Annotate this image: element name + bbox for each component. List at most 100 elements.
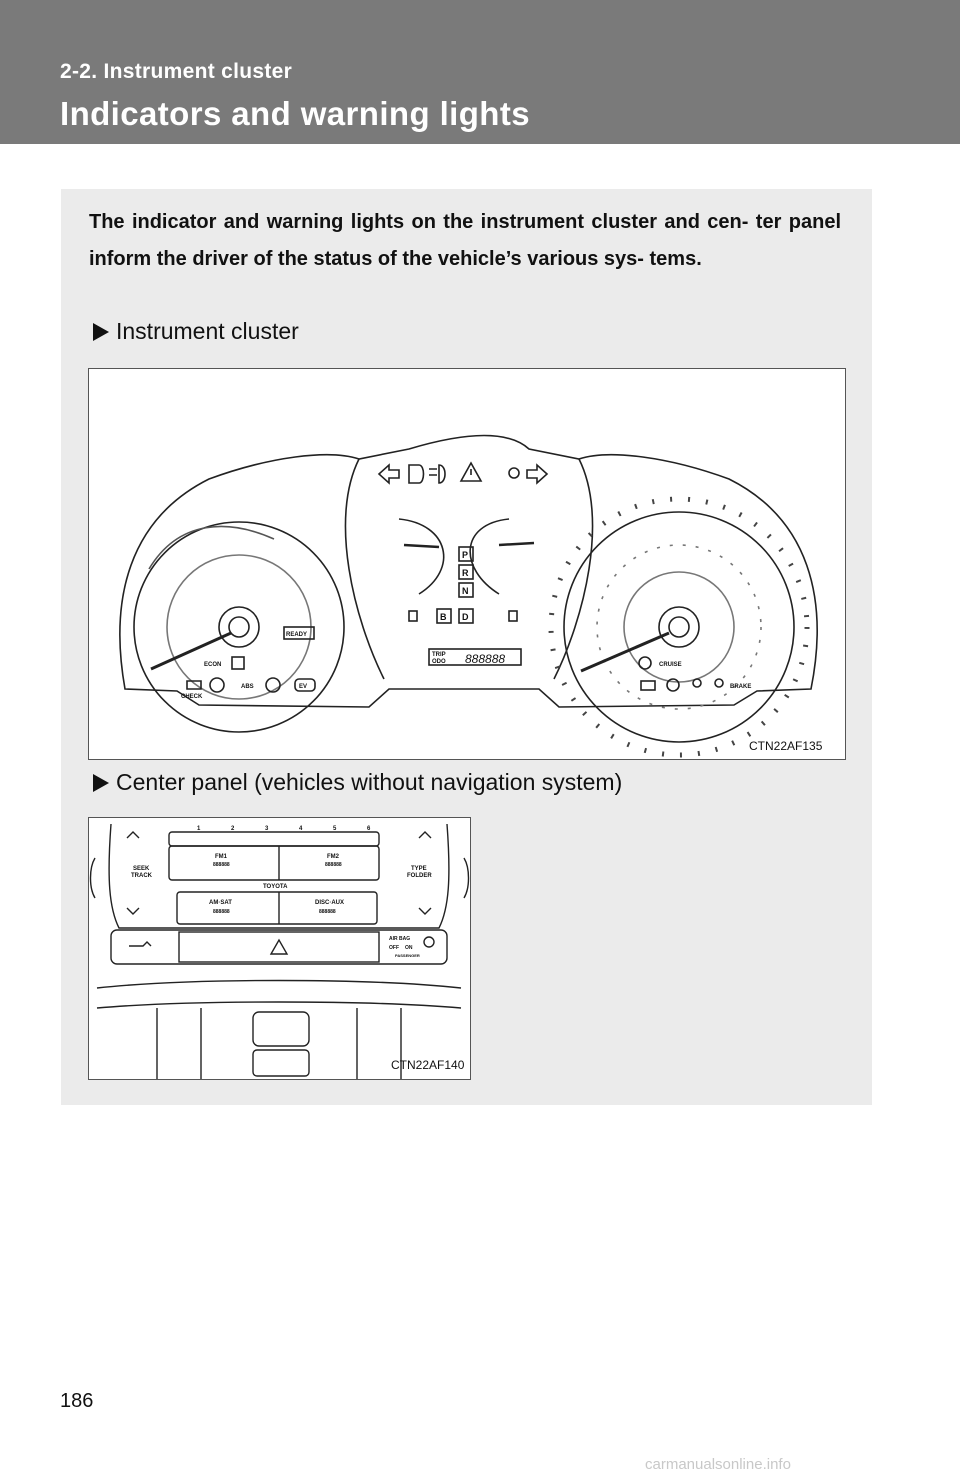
fm-buttons — [168, 845, 380, 881]
fog-light-icon — [429, 464, 446, 484]
gear-d-label: D — [462, 612, 469, 622]
page-number: 186 — [60, 1390, 94, 1412]
right-turn-signal-icon — [526, 463, 549, 485]
cluster-housing — [119, 434, 818, 708]
passenger-label: PASSENGER — [395, 953, 420, 958]
right-pod-edge — [553, 458, 594, 680]
seek-label: SEEK — [133, 866, 150, 872]
fm1-label: FM1 — [215, 854, 228, 860]
tail-light-icon — [508, 467, 520, 479]
lower-panel-top — [96, 979, 462, 989]
temp-needle — [403, 543, 440, 549]
seek-up-icon — [126, 831, 140, 839]
center-control-upper — [252, 1011, 310, 1047]
instrument-cluster-heading: Instrument cluster — [93, 318, 299, 345]
gear-n-label: N — [462, 586, 469, 596]
section-label: 2-2. Instrument cluster — [60, 60, 293, 83]
left-gauge-cap — [228, 616, 250, 638]
ev-mode-indicator-box — [294, 678, 316, 692]
left-gauge-needle — [150, 631, 232, 671]
folder-down-icon — [418, 907, 432, 915]
abs-label: ABS — [241, 684, 254, 690]
left-pod-edge — [344, 458, 385, 680]
instrument-cluster-label: Instrument cluster — [116, 318, 299, 344]
odo-label: ODO — [432, 659, 446, 665]
preset-strip — [168, 831, 380, 847]
charging-warning-icon — [640, 680, 656, 691]
am-disc-buttons — [176, 891, 378, 925]
folder-label: FOLDER — [407, 873, 432, 879]
lower-panel-line — [96, 1001, 462, 1009]
triangle-bullet-icon — [93, 322, 109, 341]
econ-label: ECON — [204, 662, 221, 668]
preset-3-label: 3 — [265, 826, 269, 832]
speed-scale-marks — [548, 496, 810, 758]
airbag-on-label: ON — [405, 945, 413, 951]
type-label: TYPE — [411, 866, 427, 872]
figure-code-cluster: CTN22AF135 — [749, 739, 823, 753]
security-indicator-icon — [129, 941, 152, 947]
page-title: Indicators and warning lights — [60, 95, 530, 132]
folder-up-icon — [418, 831, 432, 839]
gear-p-label: P — [462, 550, 468, 560]
airbag-off-label: OFF — [389, 945, 399, 951]
track-label: TRACK — [131, 873, 153, 879]
slip-indicator-icon — [231, 656, 245, 670]
temp-gauge — [398, 518, 445, 595]
gear-n-box — [458, 582, 474, 598]
airbag-warning-icon — [692, 678, 702, 688]
master-warning-icon — [459, 461, 483, 482]
figure-code-center-panel: CTN22AF140 — [391, 1058, 465, 1072]
left-gauge-arc — [148, 525, 275, 570]
right-gauge-ring — [563, 511, 795, 743]
right-knob — [463, 857, 470, 899]
hazard-bar — [178, 931, 380, 963]
disc-aux-label: DISC·AUX — [315, 900, 344, 906]
instrument-cluster-illustration: P R N B D READY ECON CHECK ABS EV TRIP O… — [119, 434, 818, 758]
left-gauge-ring — [133, 521, 345, 733]
odometer-digits: 888888 — [465, 652, 505, 666]
trip-label: TRIP — [432, 652, 446, 658]
center-panel-heading: Center panel (vehicles without navigatio… — [93, 769, 622, 796]
fuel-gauge — [469, 518, 510, 595]
triangle-bullet-icon — [93, 773, 109, 792]
fuel-needle — [498, 541, 535, 547]
ready-indicator-box — [283, 626, 315, 640]
preset-1-label: 1 — [197, 826, 201, 832]
fuel-pump-icon — [508, 610, 518, 622]
center-panel-figure: 1 2 3 4 5 6 FM1 FM2 888888 888888 TOYOTA… — [88, 817, 471, 1080]
brake-label: BRAKE — [730, 684, 751, 690]
check-engine-icon — [186, 680, 202, 690]
cruise-label: CRUISE — [659, 662, 682, 668]
cruise-indicator-icon — [638, 656, 652, 670]
intro-paragraph: The indicator and warning lights on the … — [89, 211, 841, 270]
am-sat-dots: 888888 — [213, 909, 230, 915]
instrument-cluster-figure: P R N B D READY ECON CHECK ABS EV TRIP O… — [88, 368, 846, 760]
passenger-airbag-icon — [423, 936, 435, 948]
brake-warning-icon — [666, 678, 680, 692]
preset-2-label: 2 — [231, 826, 235, 832]
left-knob — [89, 857, 96, 899]
right-gauge-cap — [668, 616, 690, 638]
seatbelt-reminder-icon — [714, 678, 724, 688]
disc-aux-dots: 888888 — [319, 909, 336, 915]
gear-r-label: R — [462, 568, 469, 578]
gear-p-box — [458, 546, 474, 562]
right-gauge-needle — [580, 631, 670, 673]
gear-b-box — [436, 608, 452, 624]
ev-label: EV — [299, 684, 307, 690]
gear-b-label: B — [440, 612, 447, 622]
temp-icon — [408, 610, 418, 622]
am-sat-label: AM·SAT — [209, 900, 232, 906]
high-beam-icon — [408, 464, 425, 484]
odometer-display — [428, 648, 522, 666]
fm1-dots: 888888 — [213, 862, 230, 868]
abs-brake-icon — [265, 677, 281, 693]
preset-6-label: 6 — [367, 826, 371, 832]
airbag-label: AIR BAG — [389, 936, 410, 942]
check-label: CHECK — [181, 694, 203, 700]
preset-4-label: 4 — [299, 826, 303, 832]
watermark: carmanualsonline.info — [645, 1456, 791, 1473]
right-gauge-ticks — [596, 544, 762, 710]
brand-label: TOYOTA — [263, 884, 288, 890]
